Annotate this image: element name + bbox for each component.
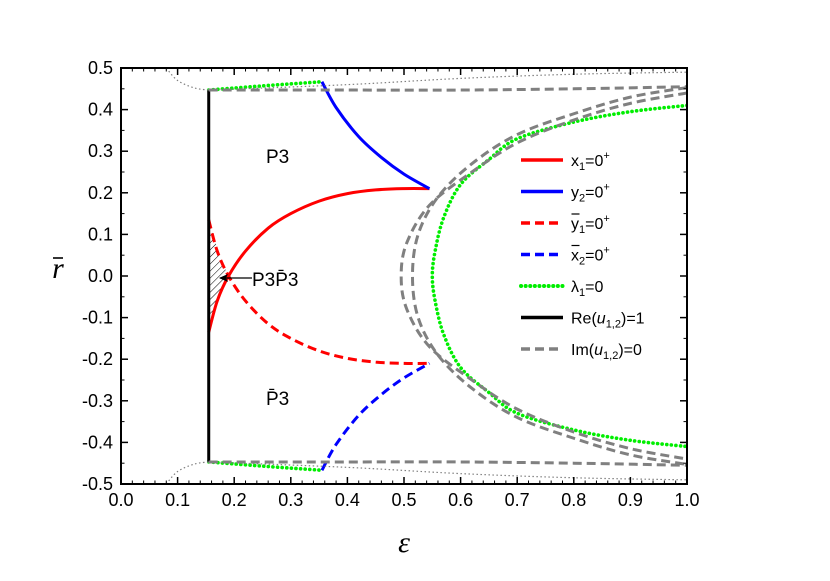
legend: x1=0+ y2=0+ y1=0+ x2=0+ λ1=0Re(u1,2)=1Im(u1,… xyxy=(519,150,645,362)
series-line-lambda1-4 xyxy=(206,79,324,92)
y-tick-label: 0.1 xyxy=(88,224,113,244)
y-tick-label: 0.2 xyxy=(88,183,113,203)
x-tick-label: 0.1 xyxy=(165,490,190,510)
series-line-im-10 xyxy=(399,91,687,461)
y-tick-label: 0.0 xyxy=(88,266,113,286)
series-line-x2bar-3 xyxy=(320,362,431,471)
x-tick-label: 0.6 xyxy=(448,490,473,510)
series-line-im-8 xyxy=(208,85,687,92)
region-label: P̄3 xyxy=(266,389,289,410)
x-tick-label: 1.0 xyxy=(674,490,699,510)
y-tick-label: 0.5 xyxy=(88,58,113,78)
x-tick-label: 0.5 xyxy=(391,490,416,510)
x-tick-label: 0.2 xyxy=(222,490,247,510)
y-tick-label: -0.1 xyxy=(82,308,113,328)
x-tick-label: 0.8 xyxy=(561,490,586,510)
series-line-im-9 xyxy=(410,86,687,466)
x-tick-label: 0.0 xyxy=(108,490,133,510)
y-tick-label: -0.5 xyxy=(82,474,113,494)
y-tick-label: 0.4 xyxy=(88,100,113,120)
plot-frame xyxy=(120,67,688,485)
region-label: P3P̄3 xyxy=(252,270,298,291)
legend-label-x1: x1=0+ xyxy=(571,150,610,173)
x-tick-label: 0.3 xyxy=(278,490,303,510)
legend-label-re: Re(u1,2)=1 xyxy=(571,311,645,331)
legend-label-x2bar: x2=0+ xyxy=(571,245,610,268)
series-line-y1bar-2 xyxy=(207,219,430,365)
y-tick-label: -0.4 xyxy=(82,432,113,452)
y-tick-label: -0.3 xyxy=(82,391,113,411)
legend-label-y1bar: y1=0+ xyxy=(571,213,610,236)
ticks-layer: 0.0 0.1 0.2 0.3 0.4 0.5 0.6 0.7 0.8 0.9 1.0 0.5 0.4 0… xyxy=(82,58,700,510)
series-line-im-11 xyxy=(208,460,687,467)
annotation-arrowhead xyxy=(219,274,228,282)
region-label: P3 xyxy=(266,147,289,168)
hatched-region xyxy=(208,219,229,333)
series-layer xyxy=(165,68,687,484)
series-line-aux-14 xyxy=(165,461,209,484)
series-line-lambda1-6 xyxy=(206,460,324,473)
series-line-lambda1-5 xyxy=(430,103,687,449)
x-axis-title: ε xyxy=(398,526,410,559)
x-tick-label: 0.4 xyxy=(335,490,360,510)
series-line-aux-13 xyxy=(208,71,687,91)
series-line-y2-1 xyxy=(320,81,431,190)
legend-label-lambda1: λ1=0 xyxy=(571,279,603,299)
x-tick-label: 0.7 xyxy=(505,490,530,510)
legend-label-im: Im(u1,2)=0 xyxy=(571,342,642,362)
series-line-aux-12 xyxy=(165,68,209,91)
y-tick-label: 0.3 xyxy=(88,141,113,161)
y-tick-label: -0.2 xyxy=(82,349,113,369)
series-line-aux-15 xyxy=(208,461,687,481)
y-axis-title: r xyxy=(52,252,64,285)
x-tick-label: 0.9 xyxy=(618,490,643,510)
series-line-x1-0 xyxy=(207,187,430,333)
legend-label-y2: y2=0+ xyxy=(571,182,610,205)
